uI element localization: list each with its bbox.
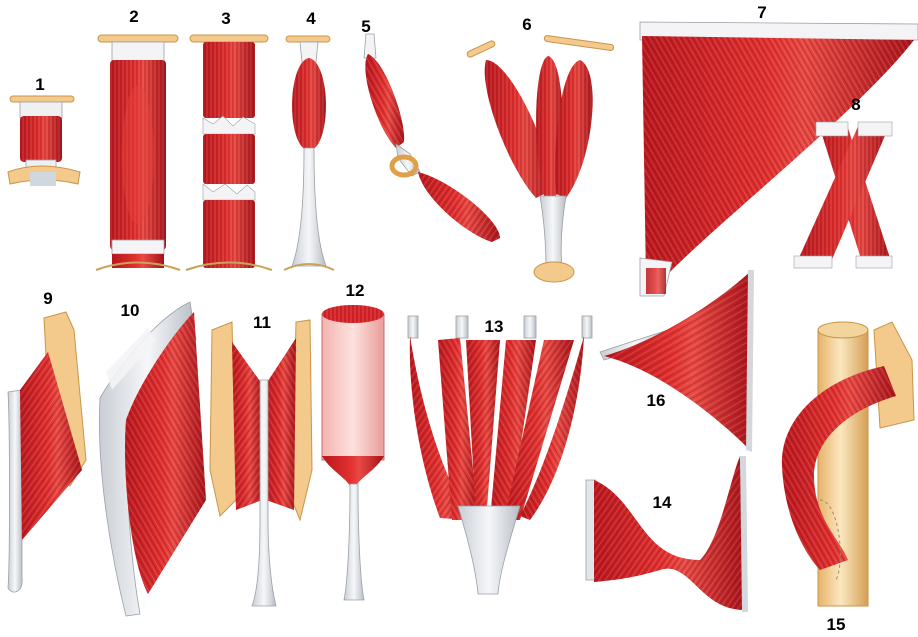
label-15: 15 [827,615,846,634]
label-13: 13 [485,317,504,336]
label-6: 6 [522,15,531,34]
muscle-11 [210,320,312,606]
muscle-1 [8,96,80,186]
muscle-3 [186,35,272,270]
muscle-5 [364,34,500,242]
label-3: 3 [221,9,230,28]
label-4: 4 [306,9,316,28]
muscle-9 [8,312,86,592]
label-14: 14 [653,493,672,512]
muscle-13 [408,316,592,594]
label-9: 9 [43,289,52,308]
label-1: 1 [35,75,44,94]
label-16: 16 [647,391,666,410]
label-7: 7 [757,3,766,22]
muscle-6 [466,35,614,282]
muscle-12 [322,305,384,600]
label-5: 5 [361,17,370,36]
muscle-15 [782,322,914,606]
label-2: 2 [129,7,138,26]
muscle-14 [586,456,748,612]
muscle-4 [284,36,334,270]
muscle-16 [600,270,754,452]
label-8: 8 [851,95,860,114]
muscle-2 [96,35,180,270]
label-10: 10 [121,301,140,320]
label-11: 11 [253,313,271,332]
muscle-10 [99,302,206,616]
label-12: 12 [346,281,365,300]
